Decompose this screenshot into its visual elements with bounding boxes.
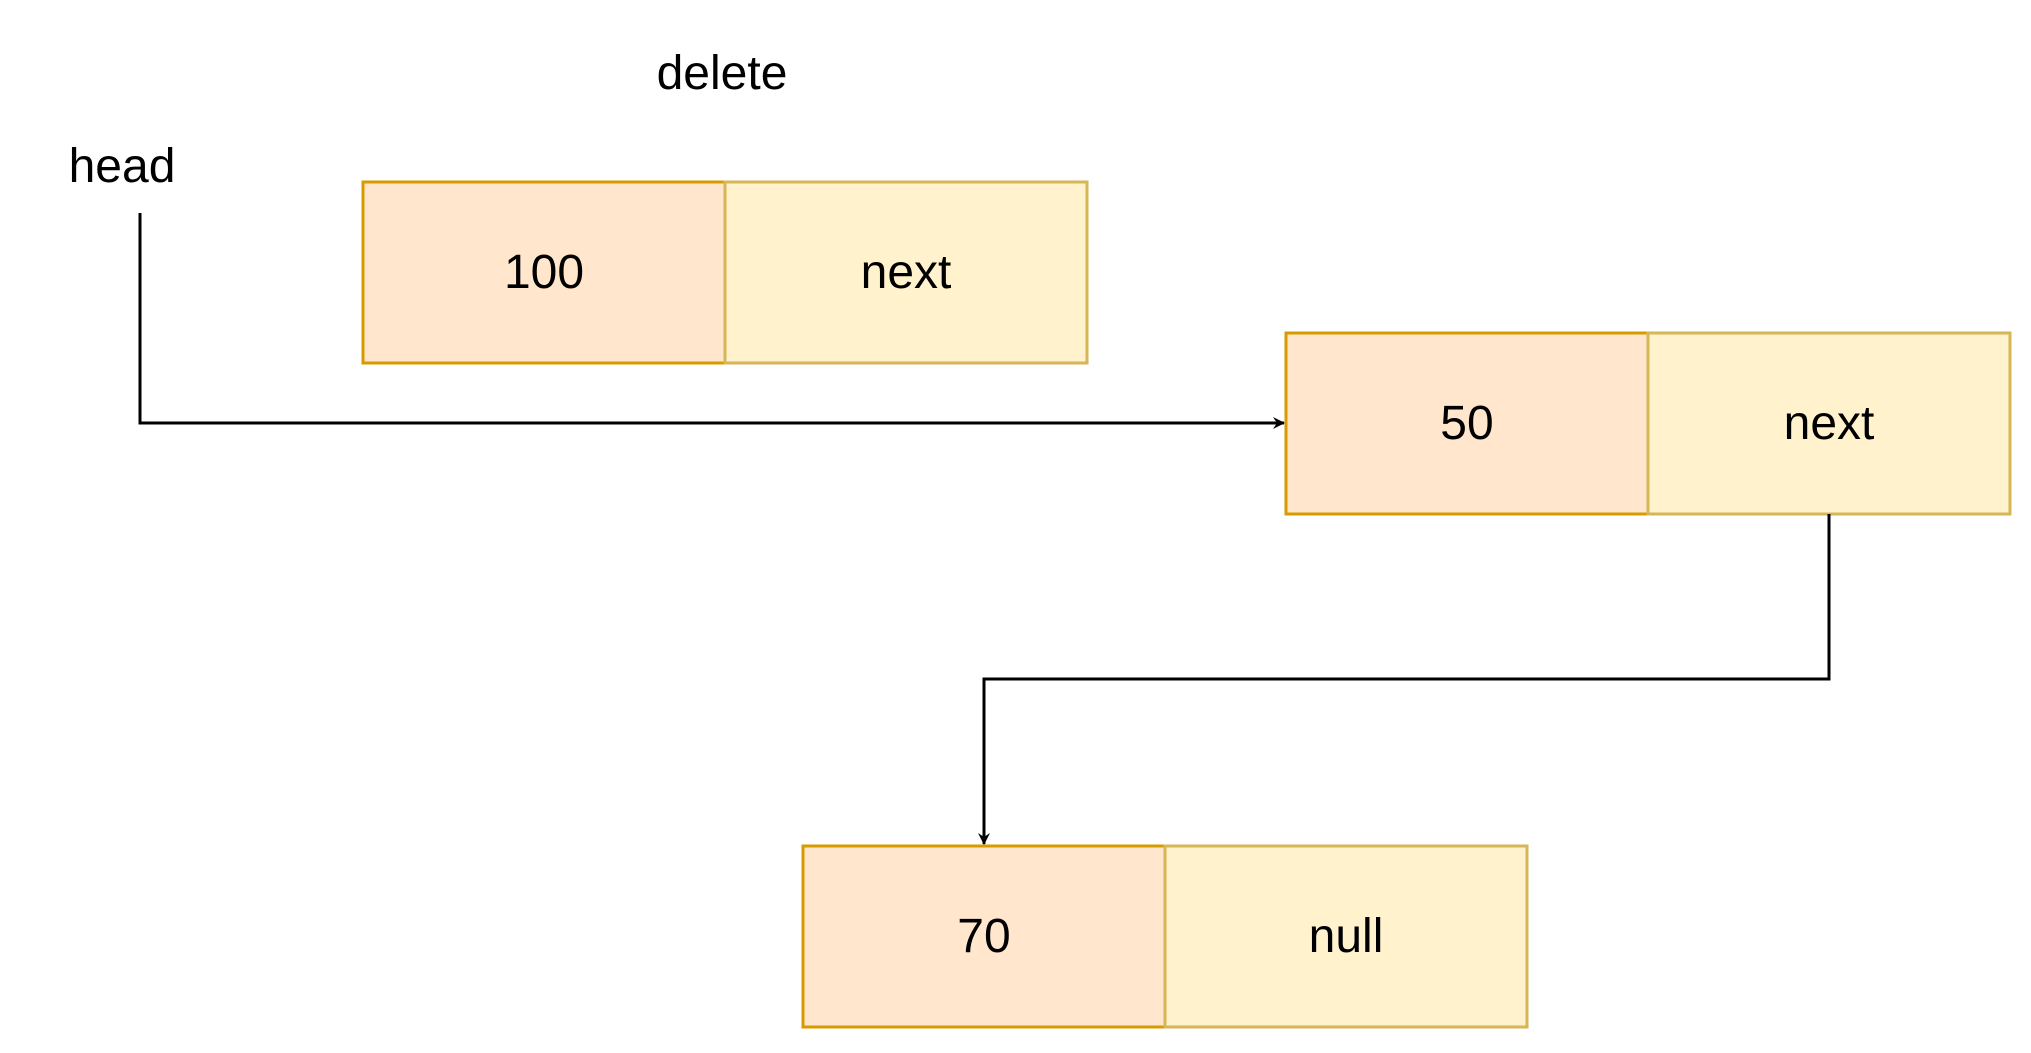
node-70: 70 null <box>801 844 1529 1029</box>
node-50-pointer: next <box>1784 397 1875 450</box>
deleted-node-value: 100 <box>504 246 584 299</box>
node-50-to-node-70-arrow <box>978 514 1831 845</box>
node-50-value-cell <box>1284 331 1650 516</box>
head-to-node-50-arrow <box>138 213 1285 429</box>
node-70-value-cell <box>801 844 1167 1029</box>
node-50: 50 next <box>1284 331 2012 516</box>
node-70-pointer-cell <box>1163 844 1529 1029</box>
head-label: head <box>69 140 176 193</box>
node-70-value: 70 <box>957 910 1010 963</box>
deleted-node-pointer-cell <box>723 180 1089 365</box>
node-50-pointer-cell <box>1646 331 2012 516</box>
deleted-node: 100 next <box>361 180 1089 365</box>
deleted-node-pointer: next <box>861 246 952 299</box>
deleted-node-value-cell <box>361 180 727 365</box>
delete-label: delete <box>657 47 788 100</box>
node-70-pointer: null <box>1309 910 1384 963</box>
node-50-value: 50 <box>1440 397 1493 450</box>
